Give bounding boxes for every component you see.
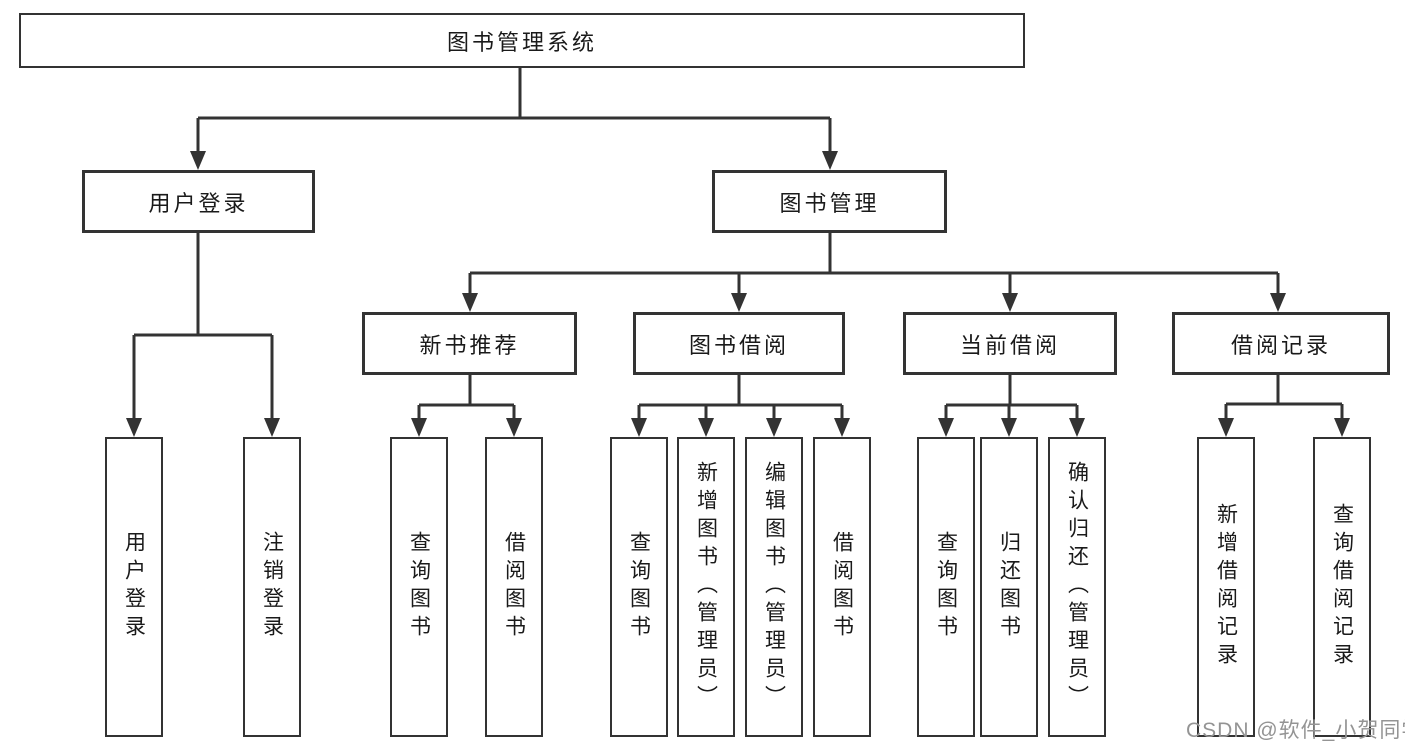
node-new-book-recommend-label: 新书推荐	[419, 332, 520, 358]
leaf-logout-label: 注销登录	[260, 531, 284, 643]
leaf-query-books-1-label: 查询图书	[407, 531, 431, 643]
leaf-confirm-return-admin: 确认归还（管理员）	[1048, 437, 1106, 737]
node-book-management-label: 图书管理	[779, 190, 880, 216]
leaf-user-login-label: 用户登录	[122, 531, 146, 643]
csdn-watermark: CSDN @软件_小贺同学	[1186, 719, 1405, 742]
leaf-query-books-3: 查询图书	[917, 437, 975, 737]
node-root-label: 图书管理系统	[446, 29, 597, 55]
leaf-add-borrow-record-label: 新增借阅记录	[1214, 503, 1238, 671]
node-book-borrow-label: 图书借阅	[688, 332, 789, 358]
leaf-return-book-label: 归还图书	[997, 531, 1021, 643]
leaf-borrow-books-2-label: 借阅图书	[830, 531, 854, 643]
node-root: 图书管理系统	[19, 13, 1025, 68]
leaf-edit-book-admin: 编辑图书（管理员）	[745, 437, 803, 737]
leaf-add-borrow-record: 新增借阅记录	[1197, 437, 1255, 737]
leaf-query-borrow-record: 查询借阅记录	[1313, 437, 1371, 737]
node-current-borrow-label: 当前借阅	[959, 332, 1060, 358]
leaf-query-books-2-label: 查询图书	[627, 531, 651, 643]
leaf-query-books-1: 查询图书	[390, 437, 448, 737]
leaf-edit-book-admin-label: 编辑图书（管理员）	[762, 461, 786, 713]
leaf-logout: 注销登录	[243, 437, 301, 737]
leaf-return-book: 归还图书	[980, 437, 1038, 737]
node-borrow-records-label: 借阅记录	[1230, 332, 1331, 358]
leaf-query-borrow-record-label: 查询借阅记录	[1330, 503, 1354, 671]
node-user-login: 用户登录	[82, 170, 315, 233]
leaf-borrow-books-1: 借阅图书	[485, 437, 543, 737]
node-user-login-label: 用户登录	[148, 190, 249, 216]
leaf-borrow-books-1-label: 借阅图书	[502, 531, 526, 643]
leaf-confirm-return-admin-label: 确认归还（管理员）	[1065, 461, 1089, 713]
node-book-borrow: 图书借阅	[633, 312, 845, 375]
leaf-query-books-3-label: 查询图书	[934, 531, 958, 643]
node-new-book-recommend: 新书推荐	[362, 312, 577, 375]
leaf-add-book-admin-label: 新增图书（管理员）	[694, 461, 718, 713]
leaf-borrow-books-2: 借阅图书	[813, 437, 871, 737]
leaf-user-login: 用户登录	[105, 437, 163, 737]
node-current-borrow: 当前借阅	[903, 312, 1117, 375]
node-book-management: 图书管理	[712, 170, 947, 233]
leaf-add-book-admin: 新增图书（管理员）	[677, 437, 735, 737]
node-borrow-records: 借阅记录	[1172, 312, 1390, 375]
leaf-query-books-2: 查询图书	[610, 437, 668, 737]
